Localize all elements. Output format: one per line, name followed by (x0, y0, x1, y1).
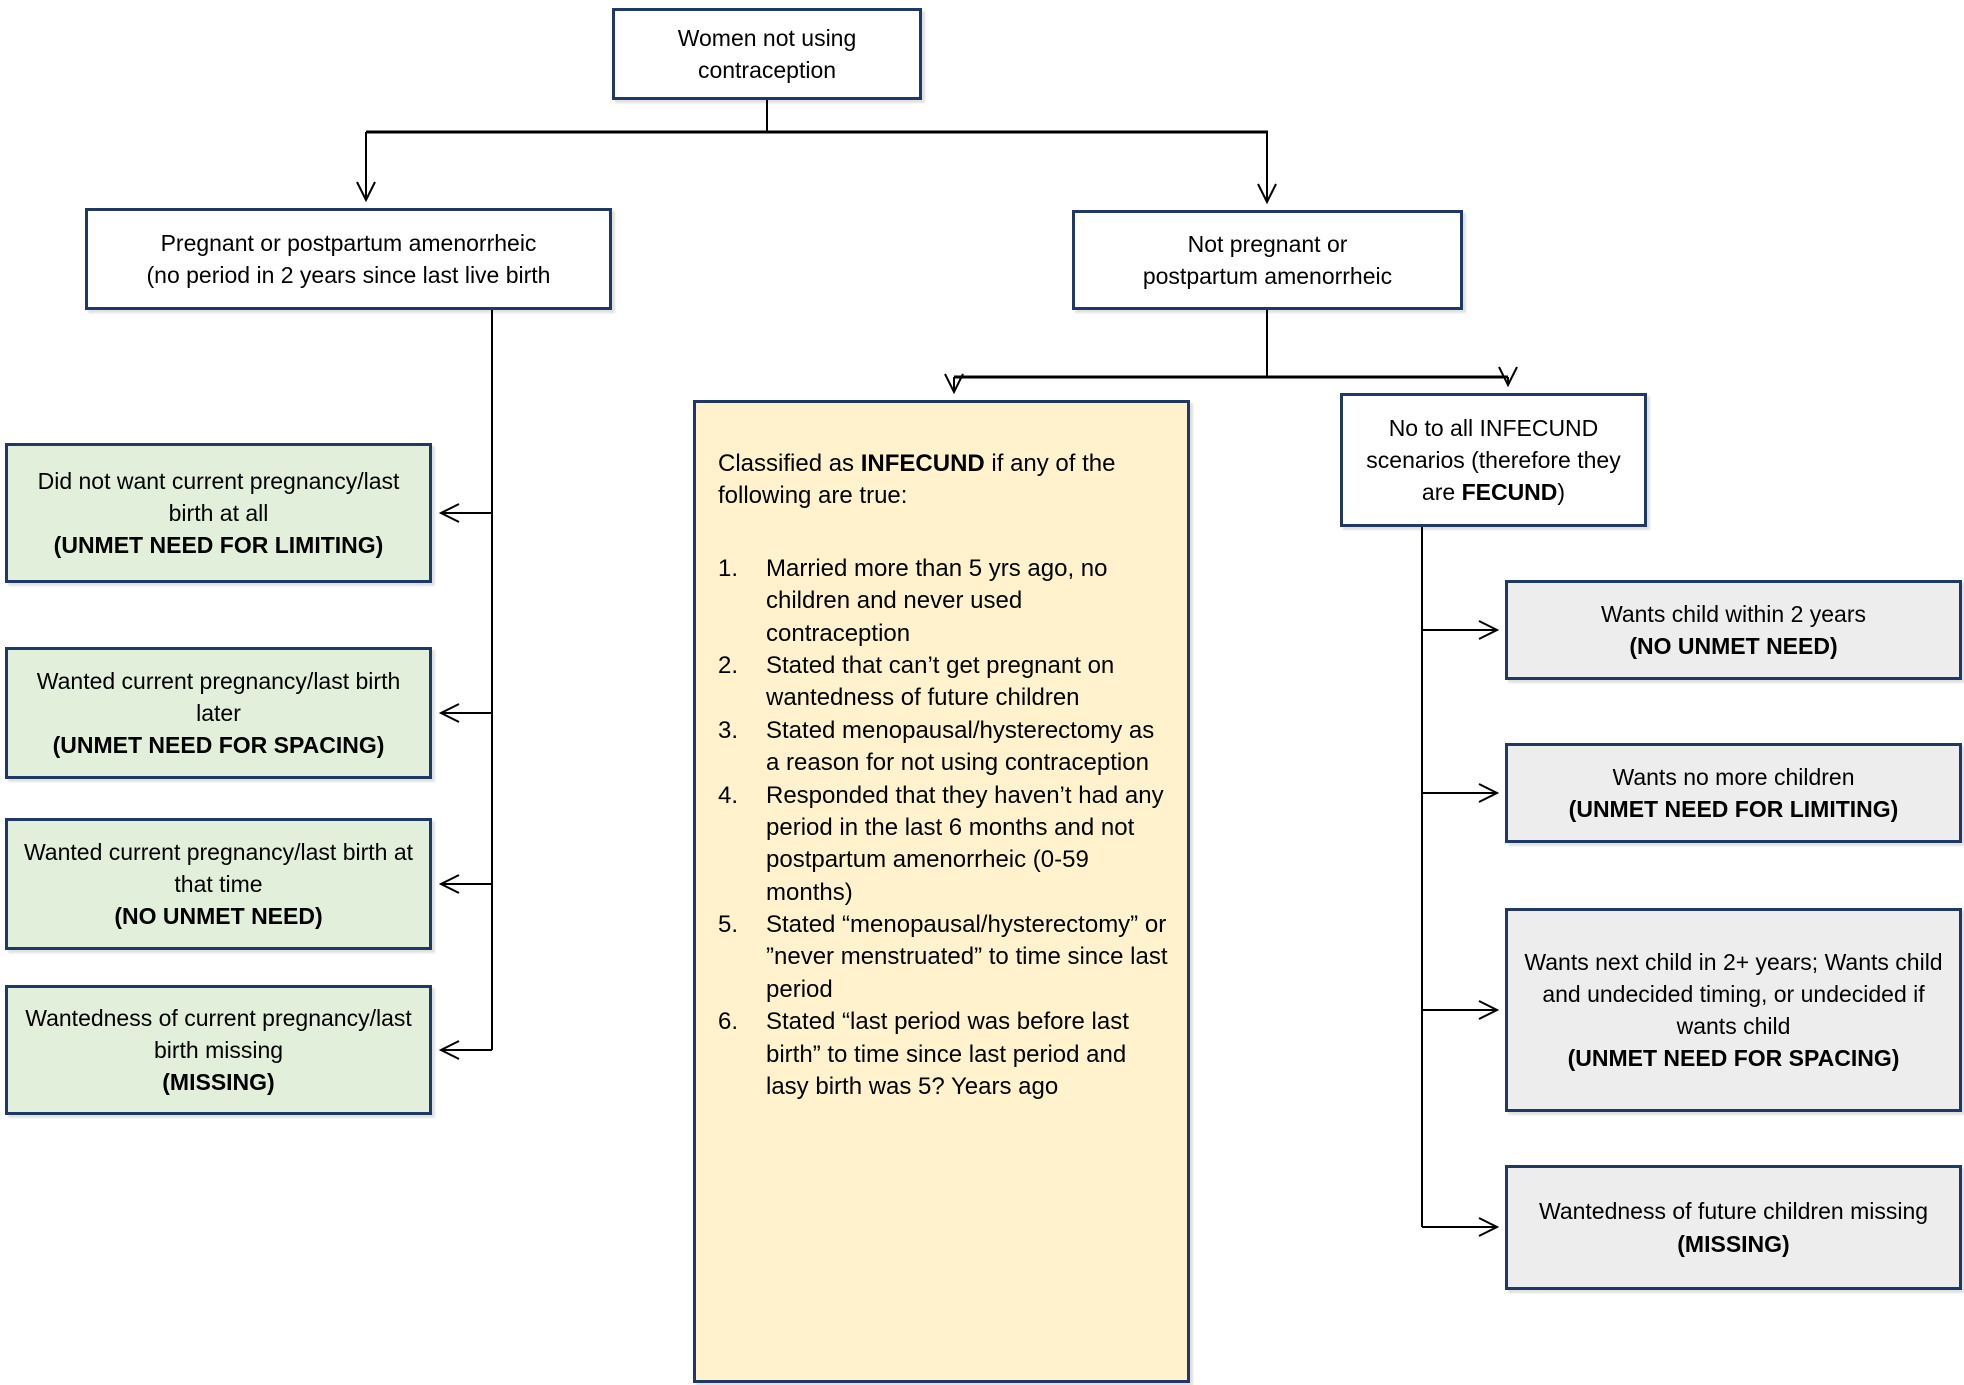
outcome-category: (NO UNMET NEED) (114, 903, 323, 930)
outcome-text: Wanted current pregnancy/last birth late… (36, 667, 401, 726)
node-outcome-unmet-spacing-left: Wanted current pregnancy/last birth late… (5, 647, 432, 779)
node-outcome-unmet-limiting-right: Wants no more children (UNMET NEED FOR L… (1505, 743, 1962, 843)
outcome-text: Did not want current pregnancy/last birt… (37, 467, 400, 526)
node-fecund: No to all INFECUND scenarios (therefore … (1340, 393, 1647, 527)
outcome-category: (MISSING) (1677, 1230, 1790, 1257)
outcome-text: Wantedness of future children missing (1538, 1198, 1929, 1225)
outcome-text: Wants child within 2 years (1600, 600, 1867, 627)
node-outcome-unmet-limiting-left: Did not want current pregnancy/last birt… (5, 443, 432, 583)
outcome-category: (NO UNMET NEED) (1629, 633, 1838, 659)
outcome-category: (UNMET NEED FOR LIMITING) (1568, 796, 1899, 822)
node-not-pregnant-or-ppa: Not pregnant or postpartum amenorrheic (1072, 210, 1463, 310)
outcome-category: (UNMET NEED FOR SPACING) (1567, 1045, 1900, 1072)
item-number: 4. (718, 781, 739, 809)
node-text: Women not using contraception (677, 24, 857, 83)
node-outcome-no-unmet-need-right: Wants child within 2 years (NO UNMET NEE… (1505, 580, 1962, 680)
fecund-text: No to all INFECUND scenarios (therefore … (1353, 412, 1634, 509)
list-item: 6. Stated “last period was before last b… (718, 1006, 1169, 1103)
infecund-intro: Classified as INFECUND if any of the fol… (718, 448, 1169, 513)
intro-bold: INFECUND (860, 450, 985, 477)
node-outcome-unmet-spacing-right: Wants next child in 2+ years; Wants chil… (1505, 908, 1962, 1112)
item-text: Stated that can’t get pregnant on wanted… (766, 651, 1115, 712)
item-text: Married more than 5 yrs ago, no children… (766, 554, 1108, 647)
outcome-text: Wants no more children (1612, 763, 1855, 790)
list-item: 4. Responded that they haven’t had any p… (718, 780, 1169, 910)
fecund-before: No to all INFECUND scenarios (therefore … (1366, 414, 1621, 506)
item-number: 6. (718, 1008, 739, 1036)
item-number: 3. (718, 716, 739, 744)
node-pregnant-or-ppa: Pregnant or postpartum amenorrheic (no p… (85, 208, 612, 310)
intro-before: Classified as (718, 450, 861, 477)
outcome-text: Wants next child in 2+ years; Wants chil… (1524, 948, 1943, 1039)
fecund-after: ) (1557, 479, 1566, 506)
list-item: 1. Married more than 5 yrs ago, no child… (718, 553, 1169, 650)
item-text: Stated “menopausal/hysterectomy” or ”nev… (766, 911, 1168, 1003)
node-text-line2: (no period in 2 years since last live bi… (146, 262, 551, 288)
item-text: Stated “last period was before last birt… (766, 1008, 1129, 1101)
item-number: 1. (718, 554, 739, 582)
list-item: 3. Stated menopausal/hysterectomy as a r… (718, 715, 1169, 780)
outcome-text: Wanted current pregnancy/last birth at t… (23, 838, 414, 897)
node-infecund-criteria: Classified as INFECUND if any of the fol… (693, 400, 1190, 1383)
item-text: Responded that they haven’t had any peri… (766, 781, 1164, 906)
outcome-category: (MISSING) (162, 1069, 275, 1096)
node-outcome-missing-right: Wantedness of future children missing (M… (1505, 1165, 1962, 1290)
item-number: 2. (718, 651, 739, 679)
list-item: 2. Stated that can’t get pregnant on wan… (718, 650, 1169, 715)
node-text-line1: Not pregnant or (1187, 230, 1348, 257)
outcome-category: (UNMET NEED FOR LIMITING) (53, 532, 384, 559)
item-number: 5. (718, 911, 739, 939)
node-women-not-using-contraception: Women not using contraception (612, 8, 922, 100)
node-outcome-no-unmet-need-left: Wanted current pregnancy/last birth at t… (5, 818, 432, 950)
node-outcome-missing-left: Wantedness of current pregnancy/last bir… (5, 985, 432, 1115)
intro-after: if any of the following are true: (718, 450, 1116, 510)
item-text: Stated menopausal/hysterectomy as a reas… (766, 716, 1155, 777)
infecund-criteria-list: 1. Married more than 5 yrs ago, no child… (718, 553, 1169, 1104)
outcome-text: Wantedness of current pregnancy/last bir… (25, 1004, 412, 1063)
node-text-line2: postpartum amenorrheic (1142, 263, 1393, 289)
node-text-line1: Pregnant or postpartum amenorrheic (160, 229, 537, 256)
outcome-category: (UNMET NEED FOR SPACING) (52, 732, 385, 759)
list-item: 5. Stated “menopausal/hysterectomy” or ”… (718, 909, 1169, 1006)
fecund-bold: FECUND (1461, 479, 1558, 506)
